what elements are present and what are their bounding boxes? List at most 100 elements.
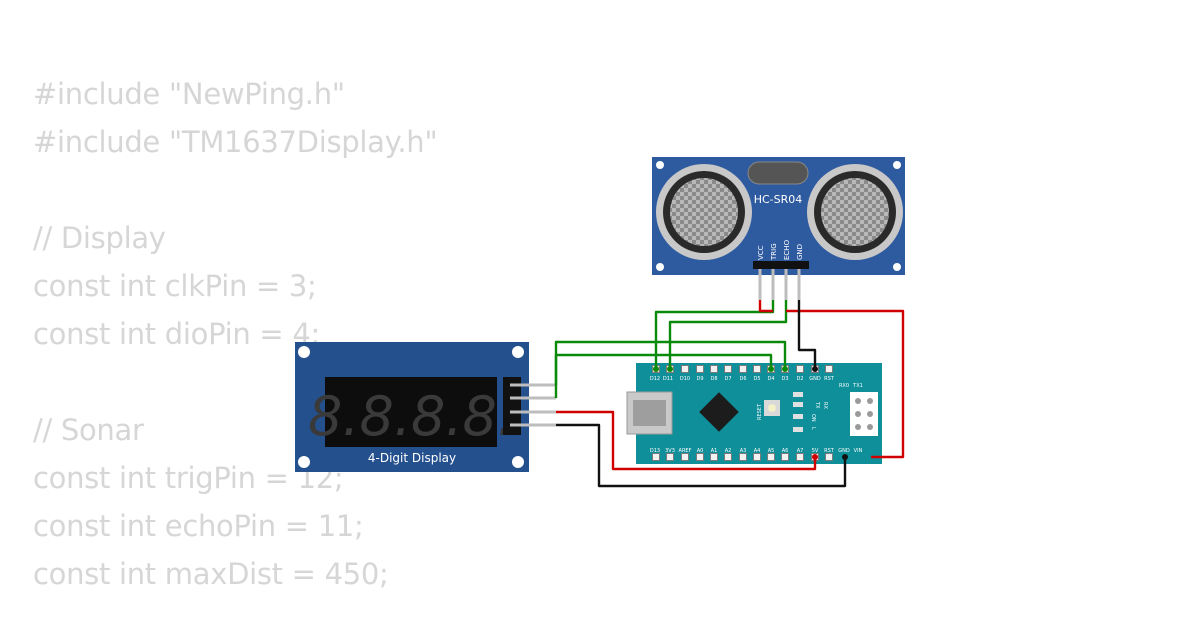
crystal-oscillator: [747, 161, 809, 185]
nano-board: [636, 363, 882, 464]
header-pin[interactable]: [796, 365, 804, 373]
led-on: [793, 414, 803, 419]
header-pin[interactable]: [710, 365, 718, 373]
wire-trig-d12[interactable]: [654, 300, 775, 369]
header-pin[interactable]: [825, 365, 833, 373]
reset-button-cap[interactable]: [768, 404, 776, 412]
bottom-pin-label: A1: [711, 448, 718, 454]
sonar-model-label: HC-SR04: [754, 193, 803, 206]
reset-label: RESET: [757, 403, 763, 420]
header-pin[interactable]: [753, 365, 761, 373]
sonar-pin-label: TRIG: [770, 243, 778, 261]
header-pin[interactable]: [724, 453, 732, 461]
mount-hole: [893, 263, 901, 271]
sonar-sensor[interactable]: HC-SR04 VCC TRIG ECHO GND: [652, 157, 905, 300]
header-pin[interactable]: [666, 453, 674, 461]
bottom-pin-label: A2: [725, 448, 732, 454]
top-pin-label: RX0: [839, 383, 849, 389]
top-pin-label: D11: [663, 376, 673, 382]
top-pin-label: D9: [696, 376, 703, 382]
top-pin-label: TX1: [852, 383, 863, 389]
icsp-pin: [867, 398, 873, 404]
header-pin[interactable]: [739, 365, 747, 373]
mount-hole: [893, 161, 901, 169]
bottom-pin-label: A5: [768, 448, 775, 454]
header-pin[interactable]: [696, 365, 704, 373]
usb-port: [633, 400, 666, 426]
bottom-pin-label: A0: [697, 448, 704, 454]
bottom-pin-label: A3: [740, 448, 747, 454]
icsp-pin: [855, 398, 861, 404]
code-background: #include "NewPing.h" #include "TM1637Dis…: [33, 70, 438, 598]
code-line: // Sonar: [33, 413, 144, 447]
top-pin-label: D7: [724, 376, 731, 382]
wire-endpoint: [812, 366, 818, 372]
mount-hole: [512, 346, 524, 358]
wire-display-vcc-5v[interactable]: [556, 410, 817, 471]
header-pin[interactable]: [781, 453, 789, 461]
wire-endpoint: [667, 366, 673, 372]
header-pin[interactable]: [724, 365, 732, 373]
wire-sonar-vcc-link[interactable]: [758, 300, 773, 313]
bottom-pin-label: GND: [838, 448, 850, 454]
top-pin-label: D6: [739, 376, 746, 382]
code-line: const int dioPin = 4;: [33, 317, 320, 351]
header-pin[interactable]: [825, 453, 833, 461]
bottom-pin-label: VIN: [854, 448, 863, 454]
top-pin-label: D4: [767, 376, 774, 382]
header-pin[interactable]: [681, 453, 689, 461]
bottom-pin-label: A7: [797, 448, 804, 454]
header-pin[interactable]: [681, 365, 689, 373]
microcontroller-chip: [699, 392, 739, 432]
bottom-pin-headers: [652, 453, 833, 461]
bottom-pin-label: AREF: [679, 448, 692, 454]
header-pin[interactable]: [753, 453, 761, 461]
header-pin[interactable]: [696, 453, 704, 461]
wire-display-gnd[interactable]: [556, 423, 847, 488]
sonar-pin-label: ECHO: [783, 239, 791, 260]
led-label: ON: [810, 414, 816, 422]
led-label: L: [810, 427, 816, 430]
header-pin[interactable]: [710, 453, 718, 461]
top-pin-label: D8: [710, 376, 717, 382]
led-rx: [793, 402, 803, 407]
wire-endpoint: [812, 454, 818, 460]
led-label: RX: [822, 402, 828, 409]
icsp-header: [850, 392, 878, 436]
icsp-pin: [867, 424, 873, 430]
wire-sonar-vcc-5v[interactable]: [786, 309, 905, 459]
led-tx: [793, 392, 803, 397]
mount-hole: [656, 263, 664, 271]
tm1637-display-module[interactable]: 8.8.8.8. 4-Digit Display: [295, 342, 556, 472]
icsp-pin: [867, 411, 873, 417]
header-pin[interactable]: [652, 453, 660, 461]
wire-endpoint: [842, 454, 848, 460]
code-line: const int clkPin = 3;: [33, 269, 317, 303]
top-pin-label: D2: [796, 376, 803, 382]
code-line: const int trigPin = 12;: [33, 461, 344, 495]
top-pin-label: GND: [809, 376, 821, 382]
transducer-right: [807, 164, 903, 260]
icsp-pin: [855, 424, 861, 430]
arduino-nano[interactable]: RESET TX RX ON L D12 D11 D10 D9 D8 D7 D6: [626, 363, 882, 464]
icsp-pin: [855, 411, 861, 417]
wire-dio-d4[interactable]: [554, 353, 773, 398]
mount-hole: [298, 456, 310, 468]
header-pin[interactable]: [767, 453, 775, 461]
code-line: #include "NewPing.h": [33, 77, 345, 111]
header-pin[interactable]: [796, 453, 804, 461]
wire-endpoint: [768, 366, 774, 372]
top-pin-label: RST: [824, 376, 835, 382]
code-line: // Display: [33, 221, 166, 255]
code-line: const int maxDist = 450;: [33, 557, 389, 591]
seven-segment-window: [325, 377, 497, 447]
wire-sonar-gnd[interactable]: [797, 300, 817, 369]
bottom-pin-label: 5V: [812, 448, 819, 454]
top-pin-label: D3: [781, 376, 788, 382]
wires: [554, 300, 905, 488]
sonar-pin-label: GND: [796, 244, 804, 260]
display-label: 4-Digit Display: [368, 451, 456, 465]
wire-endpoints: [653, 366, 848, 460]
header-pin[interactable]: [739, 453, 747, 461]
